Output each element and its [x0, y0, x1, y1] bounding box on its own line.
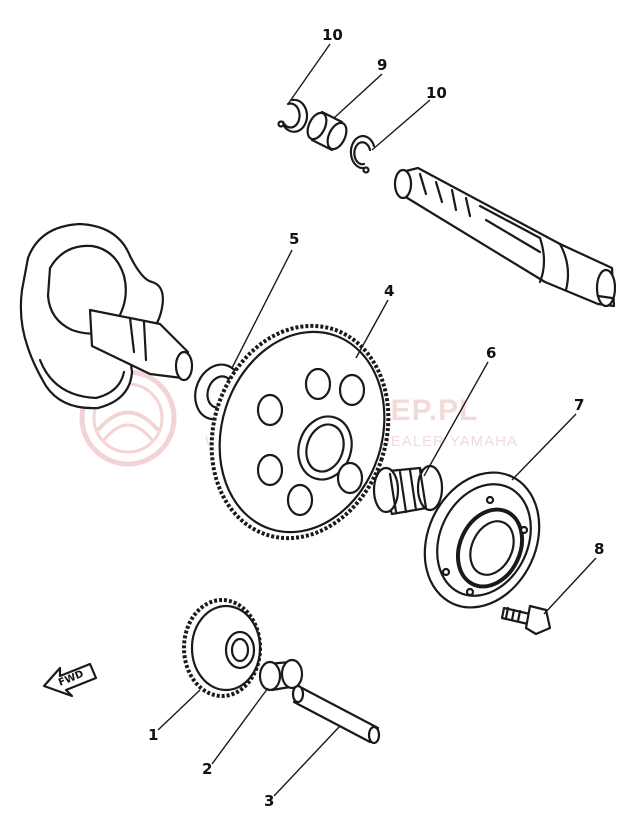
- part-9-collar: [306, 110, 348, 152]
- part-3-pin: [291, 684, 381, 745]
- callout-6: 6: [486, 344, 496, 362]
- part-8-bolt: [500, 604, 552, 636]
- callout-10-top: 10: [322, 26, 343, 44]
- part-2-collar: [258, 658, 304, 692]
- callout-4: 4: [384, 282, 394, 300]
- leader-lines: [157, 43, 597, 797]
- crank-arm: [19, 222, 194, 410]
- part-6-needle-bearing: [372, 464, 444, 516]
- callout-7: 7: [574, 396, 584, 414]
- part-10-circlip-top: [277, 98, 309, 133]
- callout-2: 2: [202, 760, 212, 778]
- part-1-small-gear: [182, 598, 262, 698]
- fwd-arrow-icon: FWD: [42, 662, 98, 698]
- callout-9: 9: [377, 56, 387, 74]
- callout-3: 3: [264, 792, 274, 810]
- shaft: [393, 166, 617, 308]
- callout-1: 1: [148, 726, 158, 744]
- part-10-circlip-bottom: [349, 134, 376, 174]
- callout-10-bottom: 10: [426, 84, 447, 102]
- callout-8: 8: [594, 540, 604, 558]
- part-4-large-gear: [209, 323, 391, 541]
- callout-5: 5: [289, 230, 299, 248]
- part-7-oneway-clutch: [423, 471, 541, 609]
